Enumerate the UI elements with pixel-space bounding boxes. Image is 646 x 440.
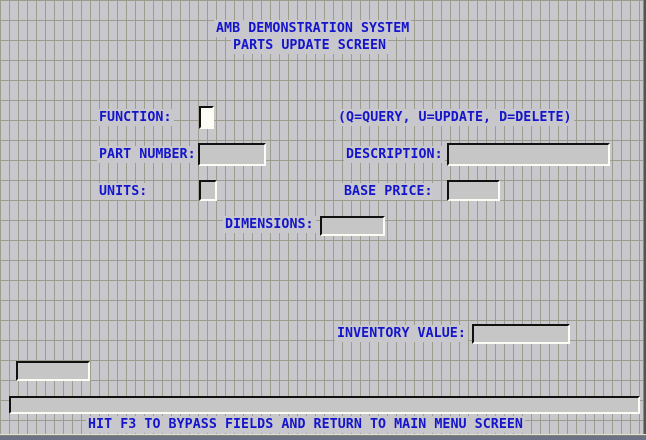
dimensions-label: DIMENSIONS: bbox=[223, 216, 316, 233]
part-number-input[interactable] bbox=[198, 143, 266, 166]
units-input[interactable] bbox=[199, 180, 217, 201]
function-input[interactable] bbox=[199, 106, 214, 129]
dimensions-input[interactable] bbox=[320, 216, 385, 236]
window-edge-right bbox=[643, 0, 646, 440]
function-label: FUNCTION: bbox=[97, 109, 174, 126]
status-input[interactable] bbox=[16, 361, 90, 381]
base-price-input[interactable] bbox=[447, 180, 500, 201]
message-input[interactable] bbox=[9, 396, 640, 414]
part-number-label: PART NUMBER: bbox=[97, 146, 198, 163]
app-title: AMB DEMONSTRATION SYSTEM bbox=[214, 20, 412, 37]
units-label: UNITS: bbox=[97, 183, 150, 200]
base-price-label: BASE PRICE: bbox=[342, 183, 435, 200]
window-edge-bottom bbox=[0, 434, 646, 440]
description-label: DESCRIPTION: bbox=[344, 146, 445, 163]
inventory-value-label: INVENTORY VALUE: bbox=[335, 325, 468, 342]
screen-title: PARTS UPDATE SCREEN bbox=[231, 37, 389, 54]
footer-instruction: HIT F3 TO BYPASS FIELDS AND RETURN TO MA… bbox=[86, 416, 525, 433]
description-input[interactable] bbox=[447, 143, 610, 166]
function-hint: (Q=QUERY, U=UPDATE, D=DELETE) bbox=[336, 109, 574, 126]
inventory-value-input[interactable] bbox=[472, 324, 570, 344]
